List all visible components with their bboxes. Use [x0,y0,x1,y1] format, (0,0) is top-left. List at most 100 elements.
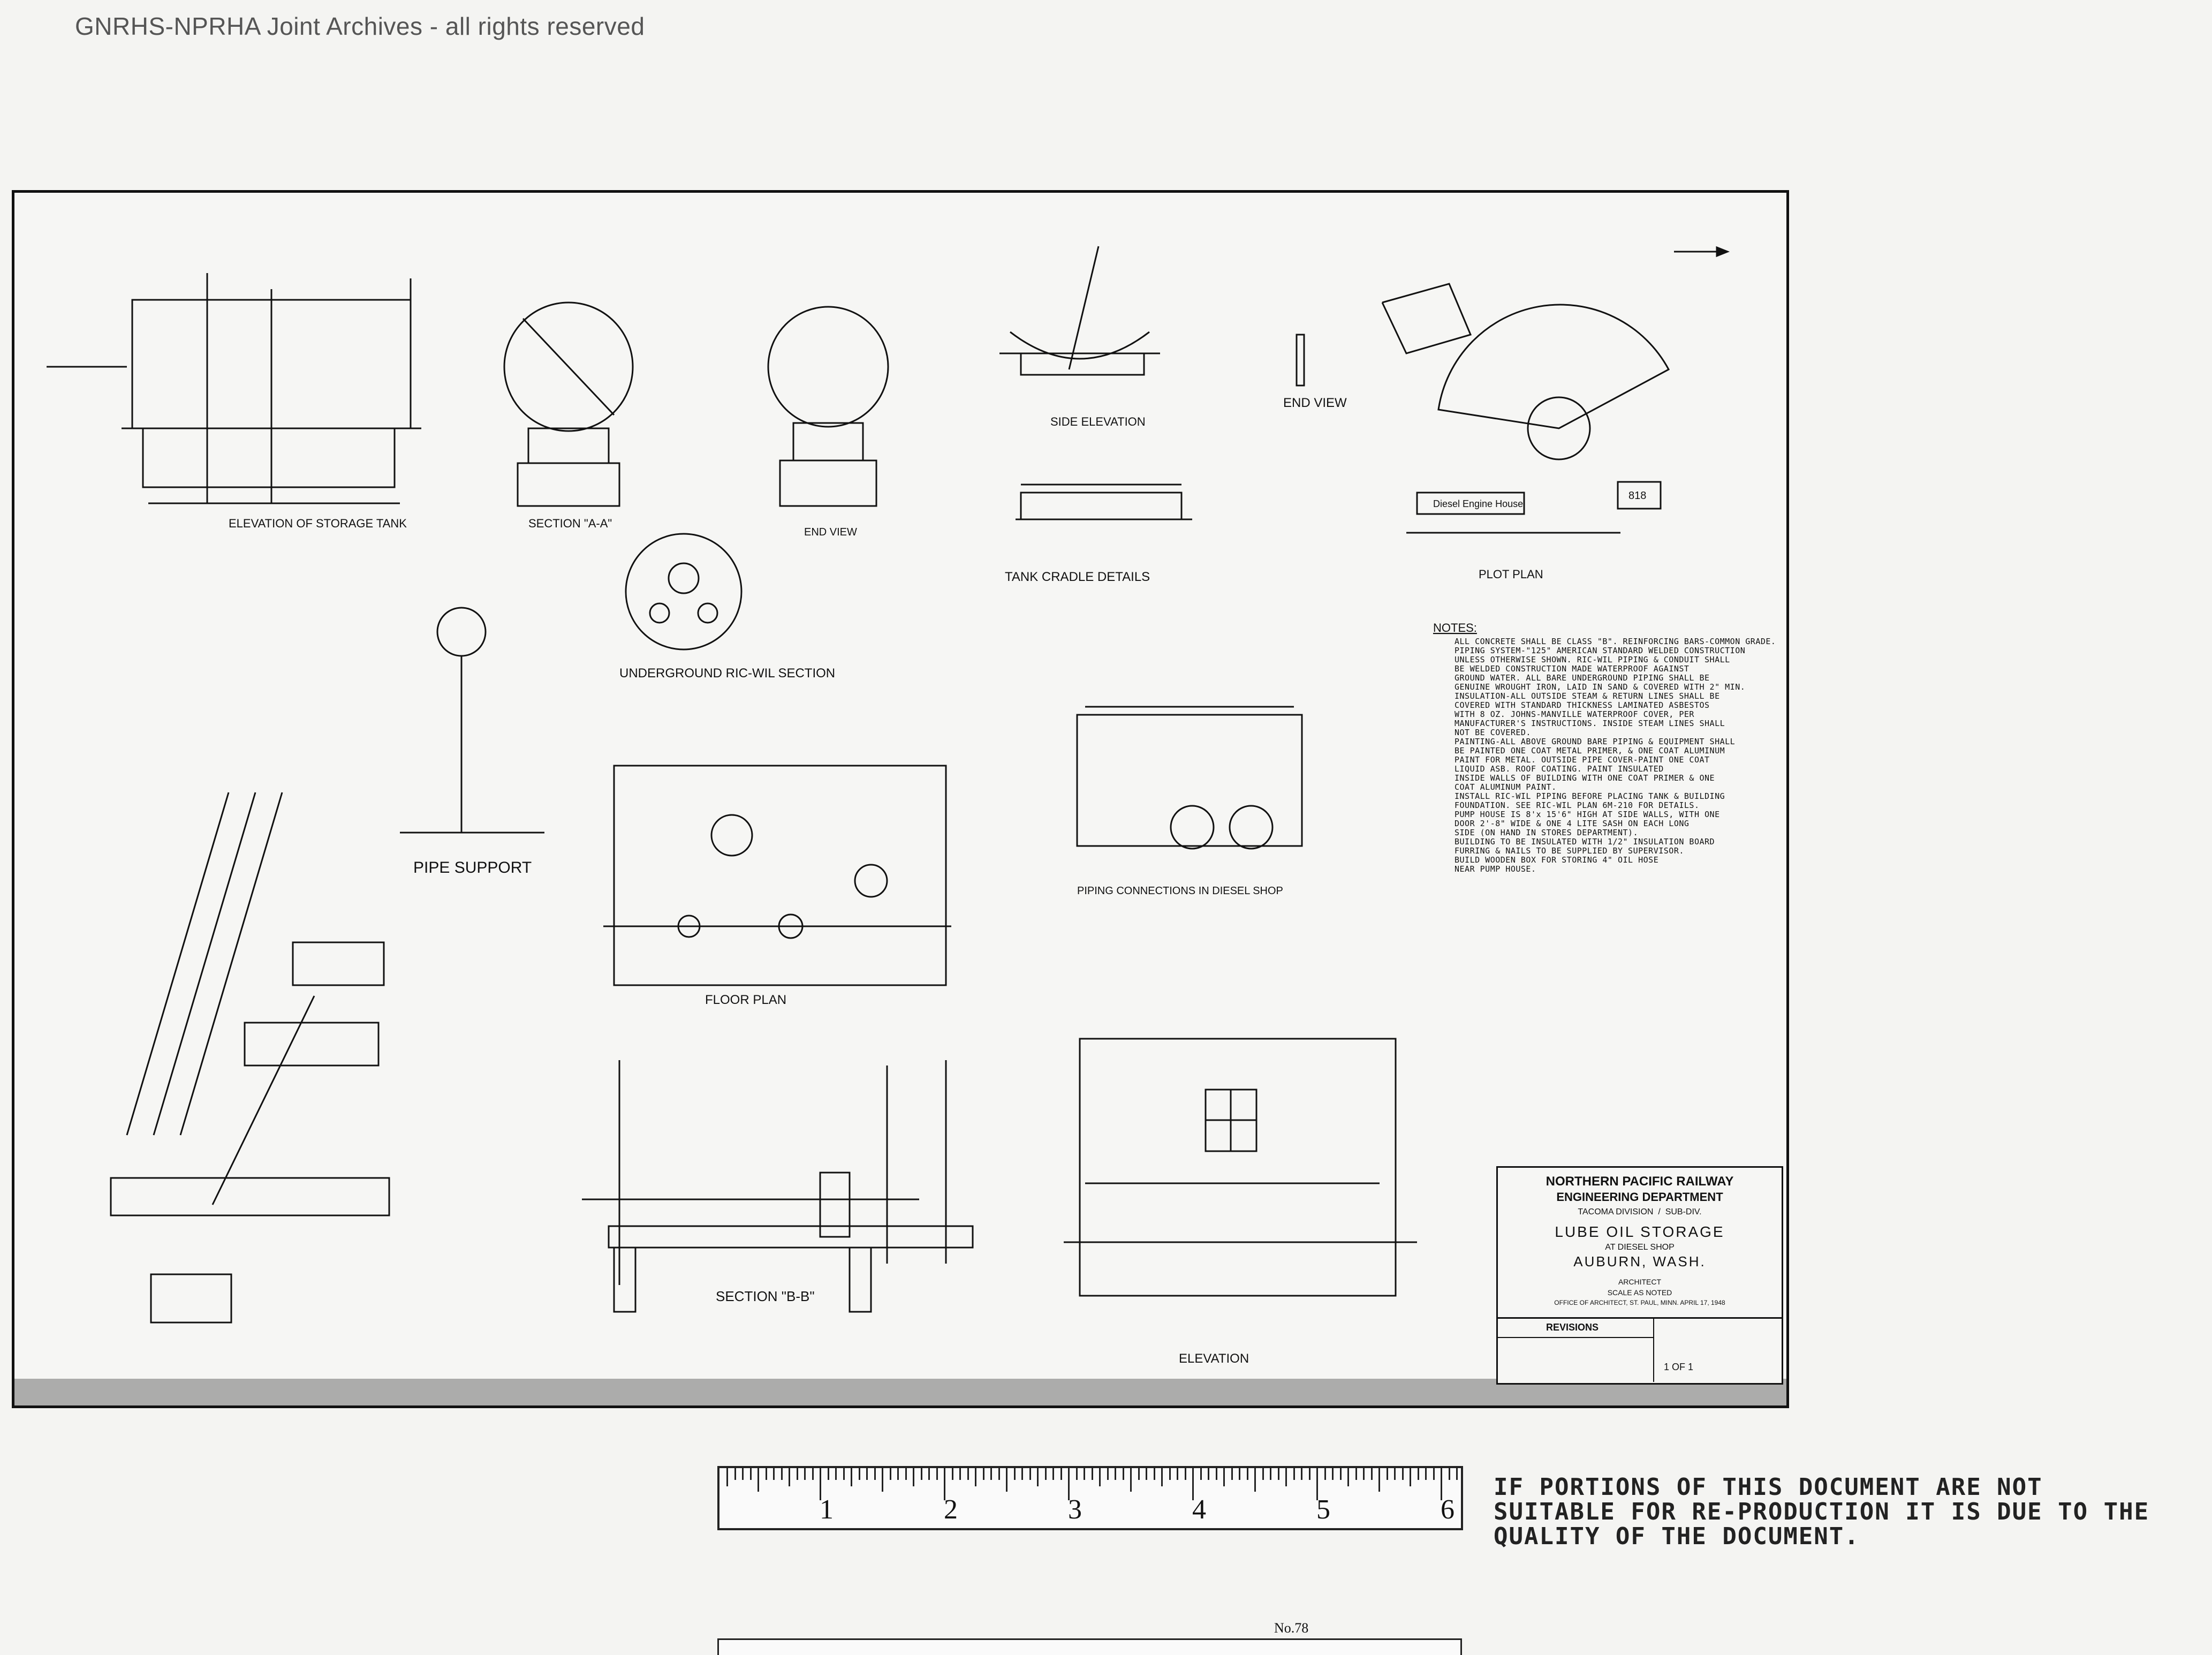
note-line: INSIDE WALLS OF BUILDING WITH ONE COAT P… [1455,773,1715,783]
ruler-tick [897,1468,899,1480]
drawing-sheet: ELEVATION OF STORAGE TANK SECTION "A-A" … [12,190,1789,1408]
label-section-aa: SECTION "A-A" [528,517,612,530]
ruler-tick [1122,1468,1124,1480]
ruler-tick [1146,1468,1147,1480]
ruler-tick [1021,1468,1023,1480]
ruler-tick [1246,1468,1248,1480]
revisions-block: REVISIONS 1 OF 1 [1496,1317,1783,1385]
engineering-drawing: ELEVATION OF STORAGE TANK SECTION "A-A" … [14,246,1786,1405]
piping-connections-linework [1076,706,1303,850]
ruler-tick [1441,1468,1442,1500]
division-line: TACOMA DIVISION / SUB-DIV. [1578,1207,1702,1216]
ruler-tick [773,1468,775,1480]
note-line: GENUINE WROUGHT IRON, LAID IN SAND & COV… [1455,682,1745,692]
ruler-tick [1037,1468,1039,1486]
ruler-tick [1417,1468,1419,1480]
ruler-tick [1347,1468,1349,1486]
ruler-tick [967,1468,969,1480]
label-side-elevation: SIDE ELEVATION [1050,415,1146,428]
ruler-tick [1301,1468,1302,1480]
note-line: FURRING & NAILS TO BE SUPPLIED BY SUPERV… [1455,846,1684,856]
ruler-tick [1223,1468,1225,1486]
scale-line: SCALE AS NOTED [1607,1288,1672,1297]
shop-connection-linework [110,792,390,1324]
ruler-tick [835,1468,837,1480]
revisions-heading: REVISIONS [1546,1322,1599,1333]
storage-tank-elevation-linework [47,273,421,504]
ruler-tick [1448,1468,1450,1480]
ruler-tick [742,1468,744,1480]
drawing-subtitle: AT DIESEL SHOP [1605,1243,1675,1252]
ruler-tick [975,1468,976,1486]
ruler-tick [812,1468,814,1480]
note-line: FOUNDATION. SEE RIC-WIL PLAN 6M-210 FOR … [1455,800,1699,810]
side-elevation-linework [999,246,1305,387]
note-line: BE WELDED CONSTRUCTION MADE WATERPROOF A… [1455,664,1689,674]
ruler-tick [726,1468,728,1486]
label-end-view-small: END VIEW [804,526,857,538]
ruler-tick [1161,1468,1163,1486]
drawing-title: LUBE OIL STORAGE [1555,1223,1725,1240]
ruler-lower-scale [717,1638,1462,1655]
note-line: LIQUID ASB. ROOF COATING. PAINT INSULATE… [1455,764,1664,774]
ruler-tick [959,1468,961,1480]
label-floor-plan: FLOOR PLAN [705,993,786,1007]
ruler-tick [1006,1468,1007,1492]
ruler-tick [1138,1468,1140,1480]
label-diesel-engine-house: Diesel Engine House [1433,498,1523,509]
office-line: OFFICE OF ARCHITECT, ST. PAUL, MINN. APR… [1554,1299,1725,1306]
ruler-number: 2 [944,1494,958,1525]
note-line: WITH 8 OZ. JOHNS-MANVILLE WATERPROOF COV… [1455,709,1694,719]
notes-block: NOTES: ALL CONCRETE SHALL BE CLASS "B". … [1433,621,1776,874]
label-end-view: END VIEW [1283,396,1347,410]
label-elevation-storage-tank: ELEVATION OF STORAGE TANK [229,517,407,530]
ruler-tick [1456,1468,1458,1480]
ruler-tick [749,1468,752,1480]
ruler-tick [1044,1468,1047,1480]
notes-heading: NOTES: [1433,621,1477,634]
ruler-tick [1277,1468,1279,1480]
ruler-brand: No.78 [1274,1620,1309,1636]
ruler-tick [1378,1468,1380,1492]
ruler-tick [928,1468,930,1480]
ruler-tick [1410,1468,1411,1486]
ruler-tick [866,1468,868,1480]
ruler-tick [1013,1468,1016,1480]
ruler-tick [1402,1468,1404,1480]
ruler-tick [765,1468,767,1480]
note-line: PIPING SYSTEM-"125" AMERICAN STANDARD WE… [1455,646,1745,655]
archive-watermark: GNRHS-NPRHA Joint Archives - all rights … [75,12,645,40]
ruler-tick [858,1468,860,1480]
note-line: BE PAINTED ONE COAT METAL PRIMER, & ONE … [1455,746,1725,755]
tank-cradle-linework [1016,483,1192,520]
sheet-number: 1 OF 1 [1664,1362,1694,1372]
ruler-tick [936,1468,938,1480]
ruler-tick [951,1468,953,1480]
ruler-tick [1029,1468,1031,1480]
drawing-location: AUBURN, WASH. [1573,1253,1706,1269]
ruler-tick [1370,1468,1373,1480]
note-line: SIDE (ON HAND IN STORES DEPARTMENT). [1455,828,1638,837]
ruler-tick [1200,1468,1202,1480]
ruler-tick [874,1468,876,1480]
label-pipe-support: PIPE SUPPORT [413,859,532,876]
ruler-tick [913,1468,914,1486]
ruler-tick [1324,1468,1326,1480]
damaged-edge [14,1379,1786,1405]
ruler-tick [734,1468,736,1480]
railway-name: NORTHERN PACIFIC RAILWAY [1546,1174,1734,1189]
ruler-tick [1091,1468,1093,1480]
ruler-tick [1355,1468,1357,1480]
note-line: NEAR PUMP HOUSE. [1455,864,1536,874]
ruler-number: 6 [1441,1494,1455,1525]
ruler-tick [1363,1468,1365,1480]
title-block: NORTHERN PACIFIC RAILWAY ENGINEERING DEP… [1496,1166,1783,1346]
ruler-tick [1394,1468,1396,1480]
ruler-tick [1215,1468,1217,1480]
note-line: PAINT FOR METAL. OUTSIDE PIPE COVER-PAIN… [1455,755,1710,765]
label-elevation: ELEVATION [1179,1351,1249,1366]
ruler-tick [1262,1468,1264,1480]
ruler-tick [990,1468,992,1480]
department-name: ENGINEERING DEPARTMENT [1556,1190,1723,1204]
ruler-tick [781,1468,783,1480]
